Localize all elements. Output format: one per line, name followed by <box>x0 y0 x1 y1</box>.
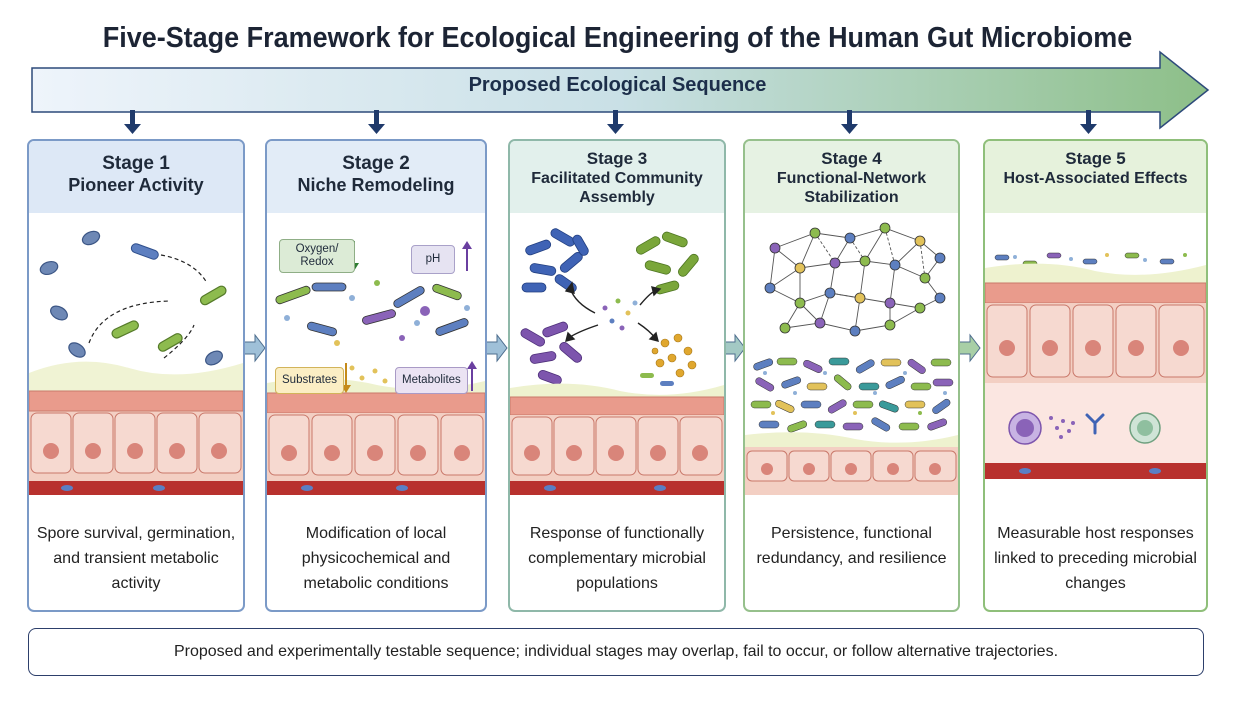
stage-4-illustration <box>745 222 958 495</box>
oxygen-redox-label: Oxygen/ Redox <box>279 239 355 273</box>
stage-3-description: Response of functionally complementary m… <box>528 525 706 592</box>
network-edges <box>769 227 941 332</box>
down-arrow-icon <box>841 110 858 134</box>
ph-label: pH <box>411 245 455 274</box>
stage-3-subtitle: Facilitated Community Assembly <box>531 170 703 206</box>
purple-cluster <box>520 321 583 385</box>
cell-icon <box>1129 412 1161 444</box>
stage-2-panel: Stage 2 Niche Remodeling <box>265 139 487 612</box>
stage-1-description: Spore survival, germination, and transie… <box>36 525 236 592</box>
down-arrow-icon <box>368 110 385 134</box>
signal-molecules <box>602 298 638 331</box>
substrates-label: Substrates <box>275 367 344 394</box>
yellow-cluster <box>651 333 697 378</box>
up-arrow-icon <box>462 241 472 271</box>
right-arrow-icon <box>957 333 981 363</box>
germinating-bacteria-icons <box>111 285 227 352</box>
stage-2-description: Modification of local physicochemical an… <box>301 525 451 592</box>
stage-1-header: Stage 1 Pioneer Activity <box>29 141 243 213</box>
blue-cluster <box>521 228 589 293</box>
bacterium-icon <box>130 243 159 260</box>
stage-5-subtitle: Host-Associated Effects <box>1003 170 1188 187</box>
stage-5-header: Stage 5 Host-Associated Effects <box>985 141 1206 213</box>
stage-4-subtitle: Functional-Network Stabilization <box>776 170 927 206</box>
network-nodes <box>764 222 946 337</box>
spore-icons <box>39 230 223 366</box>
right-arrow-icon <box>722 333 746 363</box>
stage-3-title: Stage 3 <box>586 149 648 168</box>
green-cluster <box>635 231 699 295</box>
stage-3-illustration <box>510 228 724 495</box>
footer-note: Proposed and experimentally testable seq… <box>28 628 1204 676</box>
right-arrow-icon <box>484 333 508 363</box>
stage-5-illustration <box>985 252 1206 479</box>
banner-label: Proposed Ecological Sequence <box>468 74 767 96</box>
stage-1-illustration <box>29 230 243 495</box>
stage-5-title: Stage 5 <box>1065 149 1126 168</box>
stage-2-title: Stage 2 <box>342 153 410 174</box>
stage-3-header: Stage 3 Facilitated Community Assembly <box>510 141 724 213</box>
down-arrow-icon <box>124 110 141 134</box>
stage-4-panel: Stage 4 Functional-Network Stabilization <box>743 139 960 612</box>
stage-4-header: Stage 4 Functional-Network Stabilization <box>745 141 958 213</box>
stage-5-panel: Stage 5 Host-Associated Effects <box>983 139 1208 612</box>
stage-4-description: Persistence, functional redundancy, and … <box>756 525 947 567</box>
stage-5-description: Measurable host responses linked to prec… <box>994 525 1197 592</box>
stage-2-subtitle: Niche Remodeling <box>297 175 455 195</box>
page-title: Five-Stage Framework for Ecological Engi… <box>102 22 1133 54</box>
small-particles <box>763 371 947 440</box>
dense-community <box>750 357 954 433</box>
down-arrow-icon <box>1080 110 1097 134</box>
stage-connector-arrows <box>242 333 981 363</box>
right-arrow-icon <box>242 333 266 363</box>
up-arrow-icon <box>467 361 477 391</box>
stage-1-subtitle: Pioneer Activity <box>68 175 204 195</box>
down-arrows <box>124 110 1097 134</box>
stage-2-illustration <box>267 241 485 495</box>
antibody-icon <box>1085 413 1105 435</box>
down-arrow-icon <box>607 110 624 134</box>
metabolites-label: Metabolites <box>395 367 468 394</box>
stage-4-title: Stage 4 <box>821 149 882 168</box>
stage-3-panel: Stage 3 Facilitated Community Assembly <box>508 139 726 612</box>
stage-1-panel: Stage 1 Pioneer Activity <box>27 139 245 612</box>
immune-cell-icon <box>1008 411 1042 445</box>
stage-2-header: Stage 2 Niche Remodeling <box>267 141 485 213</box>
stage-1-title: Stage 1 <box>102 153 170 174</box>
